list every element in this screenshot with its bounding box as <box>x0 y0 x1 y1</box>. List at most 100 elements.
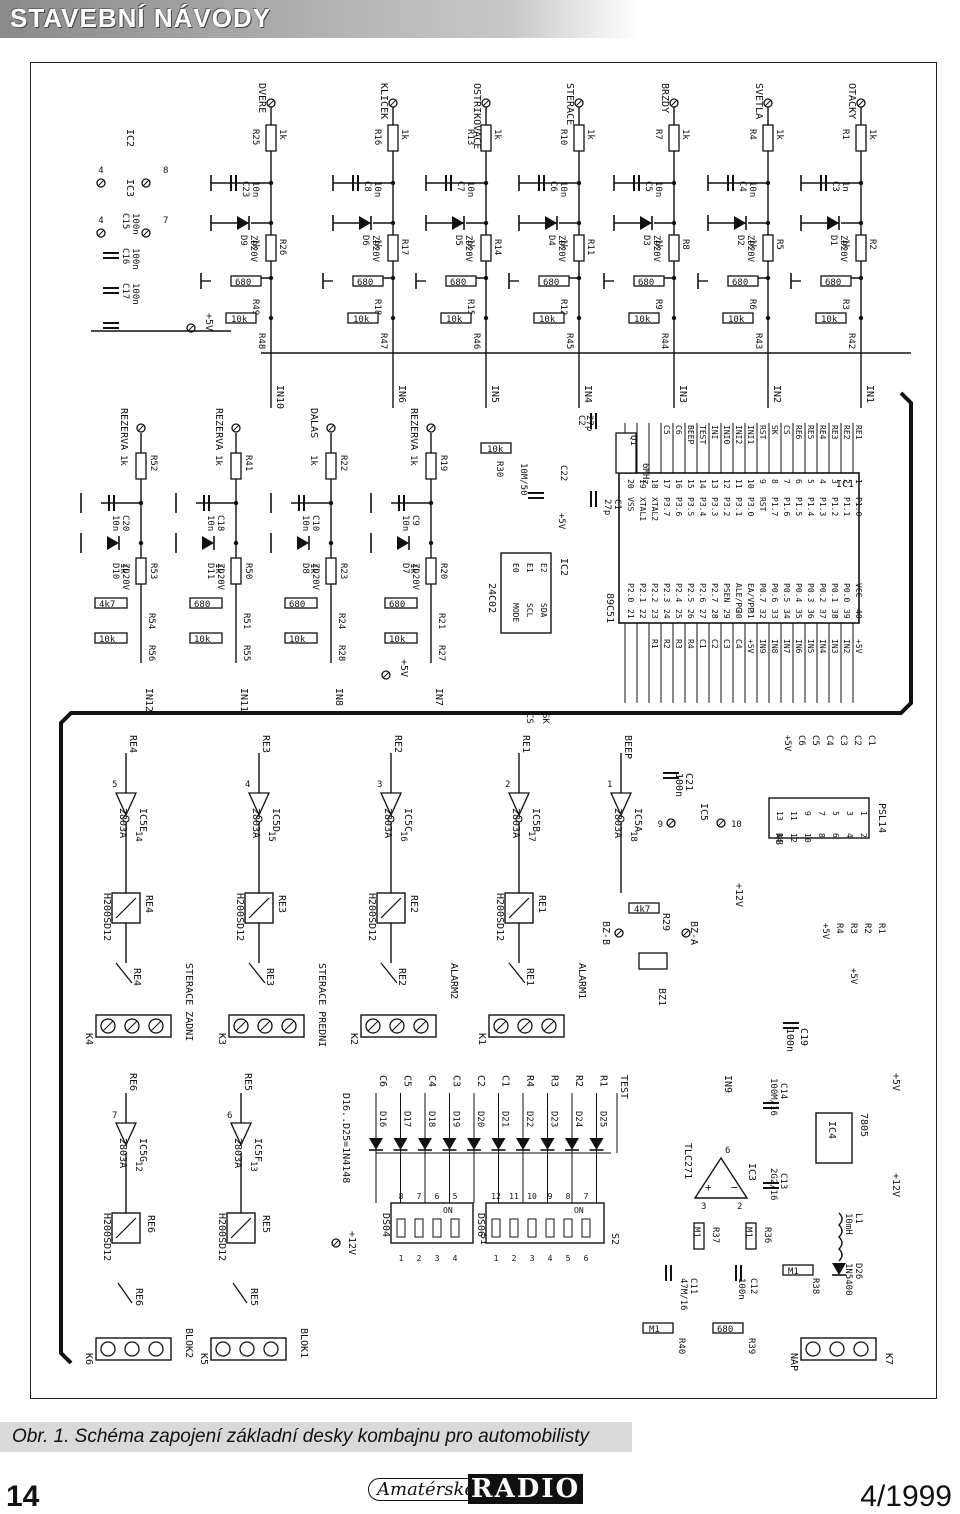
label: 2803A <box>232 1138 243 1168</box>
net-label: R1 <box>650 639 659 649</box>
label: P3.1 <box>734 497 743 516</box>
label: BZ-B <box>600 921 611 945</box>
wire <box>97 179 105 187</box>
rail-label: +12V <box>890 1173 901 1197</box>
label: P1.0 <box>854 497 863 516</box>
ic-type: 7805 <box>858 1113 869 1137</box>
resistor-body <box>347 312 379 324</box>
label: RE2 <box>408 895 419 913</box>
diode-symbol <box>467 1138 481 1150</box>
net-label: +5V <box>746 639 755 654</box>
label: 10k <box>487 445 504 455</box>
label: 1k <box>118 455 128 466</box>
label: 10mH <box>843 1213 853 1235</box>
net-label: R2 <box>573 1075 584 1087</box>
resistor-body <box>855 124 867 152</box>
label: M1 <box>743 1227 753 1238</box>
ic1-microcontroller: IC189C511P1.0VCC40RE1+5V2P1.1P0.039RE2IN… <box>604 423 863 703</box>
label: PSEN <box>722 583 731 602</box>
label: EA/VPP <box>746 583 755 612</box>
label: ZD20V <box>745 235 755 263</box>
label: R3 <box>840 299 850 310</box>
wire <box>230 1217 252 1239</box>
resistor-body <box>745 1222 757 1250</box>
label: XTAL1 <box>638 497 647 521</box>
label: 28 <box>710 609 719 619</box>
label: C10 <box>310 515 320 531</box>
connector-body <box>768 797 870 839</box>
label: D20 <box>475 1111 485 1127</box>
screw-terminal <box>215 1341 231 1357</box>
screw-terminal <box>148 1341 164 1357</box>
label: P1.1 <box>842 497 851 516</box>
label: 100n <box>673 773 684 797</box>
diode-symbol <box>397 536 409 550</box>
net-label: RE2 <box>392 735 403 753</box>
label: + <box>705 1181 712 1194</box>
connector-name: K5 <box>198 1353 209 1365</box>
label: 18 <box>628 831 638 842</box>
label: C18 <box>215 515 225 531</box>
label: P3.4 <box>698 497 707 516</box>
label: 12 <box>789 833 798 843</box>
junction <box>138 500 144 506</box>
label: ZD20V <box>410 563 420 591</box>
switch-lever <box>414 1218 424 1238</box>
label: RE3 <box>276 895 287 913</box>
label: 2 <box>842 479 851 484</box>
label: ZD20V <box>215 563 225 591</box>
label: R54 <box>146 613 156 629</box>
label: ZD20V <box>838 235 848 263</box>
label: 1k <box>408 563 418 574</box>
resistor-body <box>94 632 128 644</box>
label: R19 <box>438 455 448 471</box>
net-label: RE1 <box>854 425 863 440</box>
switch-lever <box>432 1218 442 1238</box>
label: 10n <box>558 181 568 197</box>
label: 33 <box>770 609 779 619</box>
label: R4 <box>747 129 757 140</box>
net-label: INI0 <box>722 425 731 444</box>
driver-bubble <box>387 815 395 823</box>
label: 2803A <box>382 808 393 838</box>
wire <box>519 1020 531 1032</box>
resistor-body <box>480 124 492 152</box>
net-label: C5 <box>810 735 820 746</box>
wire <box>427 424 435 432</box>
driver-bubble <box>255 815 263 823</box>
label: 10k <box>634 315 651 325</box>
magazine-logo: Amatérské RADIO <box>368 1472 588 1508</box>
resistor-body <box>820 275 852 287</box>
label: IC2 <box>124 129 135 147</box>
label: 9 <box>548 1192 553 1201</box>
wire <box>327 424 335 432</box>
label: 2803A <box>250 808 261 838</box>
input-label: OSTRIKOVACE <box>471 83 482 149</box>
net-label: R4 <box>834 923 844 934</box>
resistor-body <box>265 234 277 262</box>
net-label: IN6 <box>396 385 407 403</box>
ic-name: IC2 <box>558 558 569 576</box>
net-label: IN11 <box>238 688 249 712</box>
label: P1.6 <box>782 497 791 516</box>
label: D26 <box>853 1263 863 1279</box>
label: 1 <box>607 780 612 790</box>
label: 10n <box>465 181 475 197</box>
connector-name: K4 <box>83 1033 94 1045</box>
label: RE2 <box>396 968 407 986</box>
label: 4 <box>245 780 250 790</box>
label: XTAL2 <box>650 497 659 521</box>
junction <box>576 315 582 321</box>
label: D3 <box>641 235 651 246</box>
ic-type: 89C51 <box>604 593 615 623</box>
label: 4k7 <box>634 905 650 915</box>
driver-name: IC5C <box>402 808 413 832</box>
page-number: 14 <box>6 1480 40 1513</box>
label: R28 <box>336 645 346 661</box>
label: 10k <box>289 635 306 645</box>
net-label: R3 <box>848 923 858 934</box>
junction <box>765 315 771 321</box>
net-label: RE5 <box>806 425 815 440</box>
